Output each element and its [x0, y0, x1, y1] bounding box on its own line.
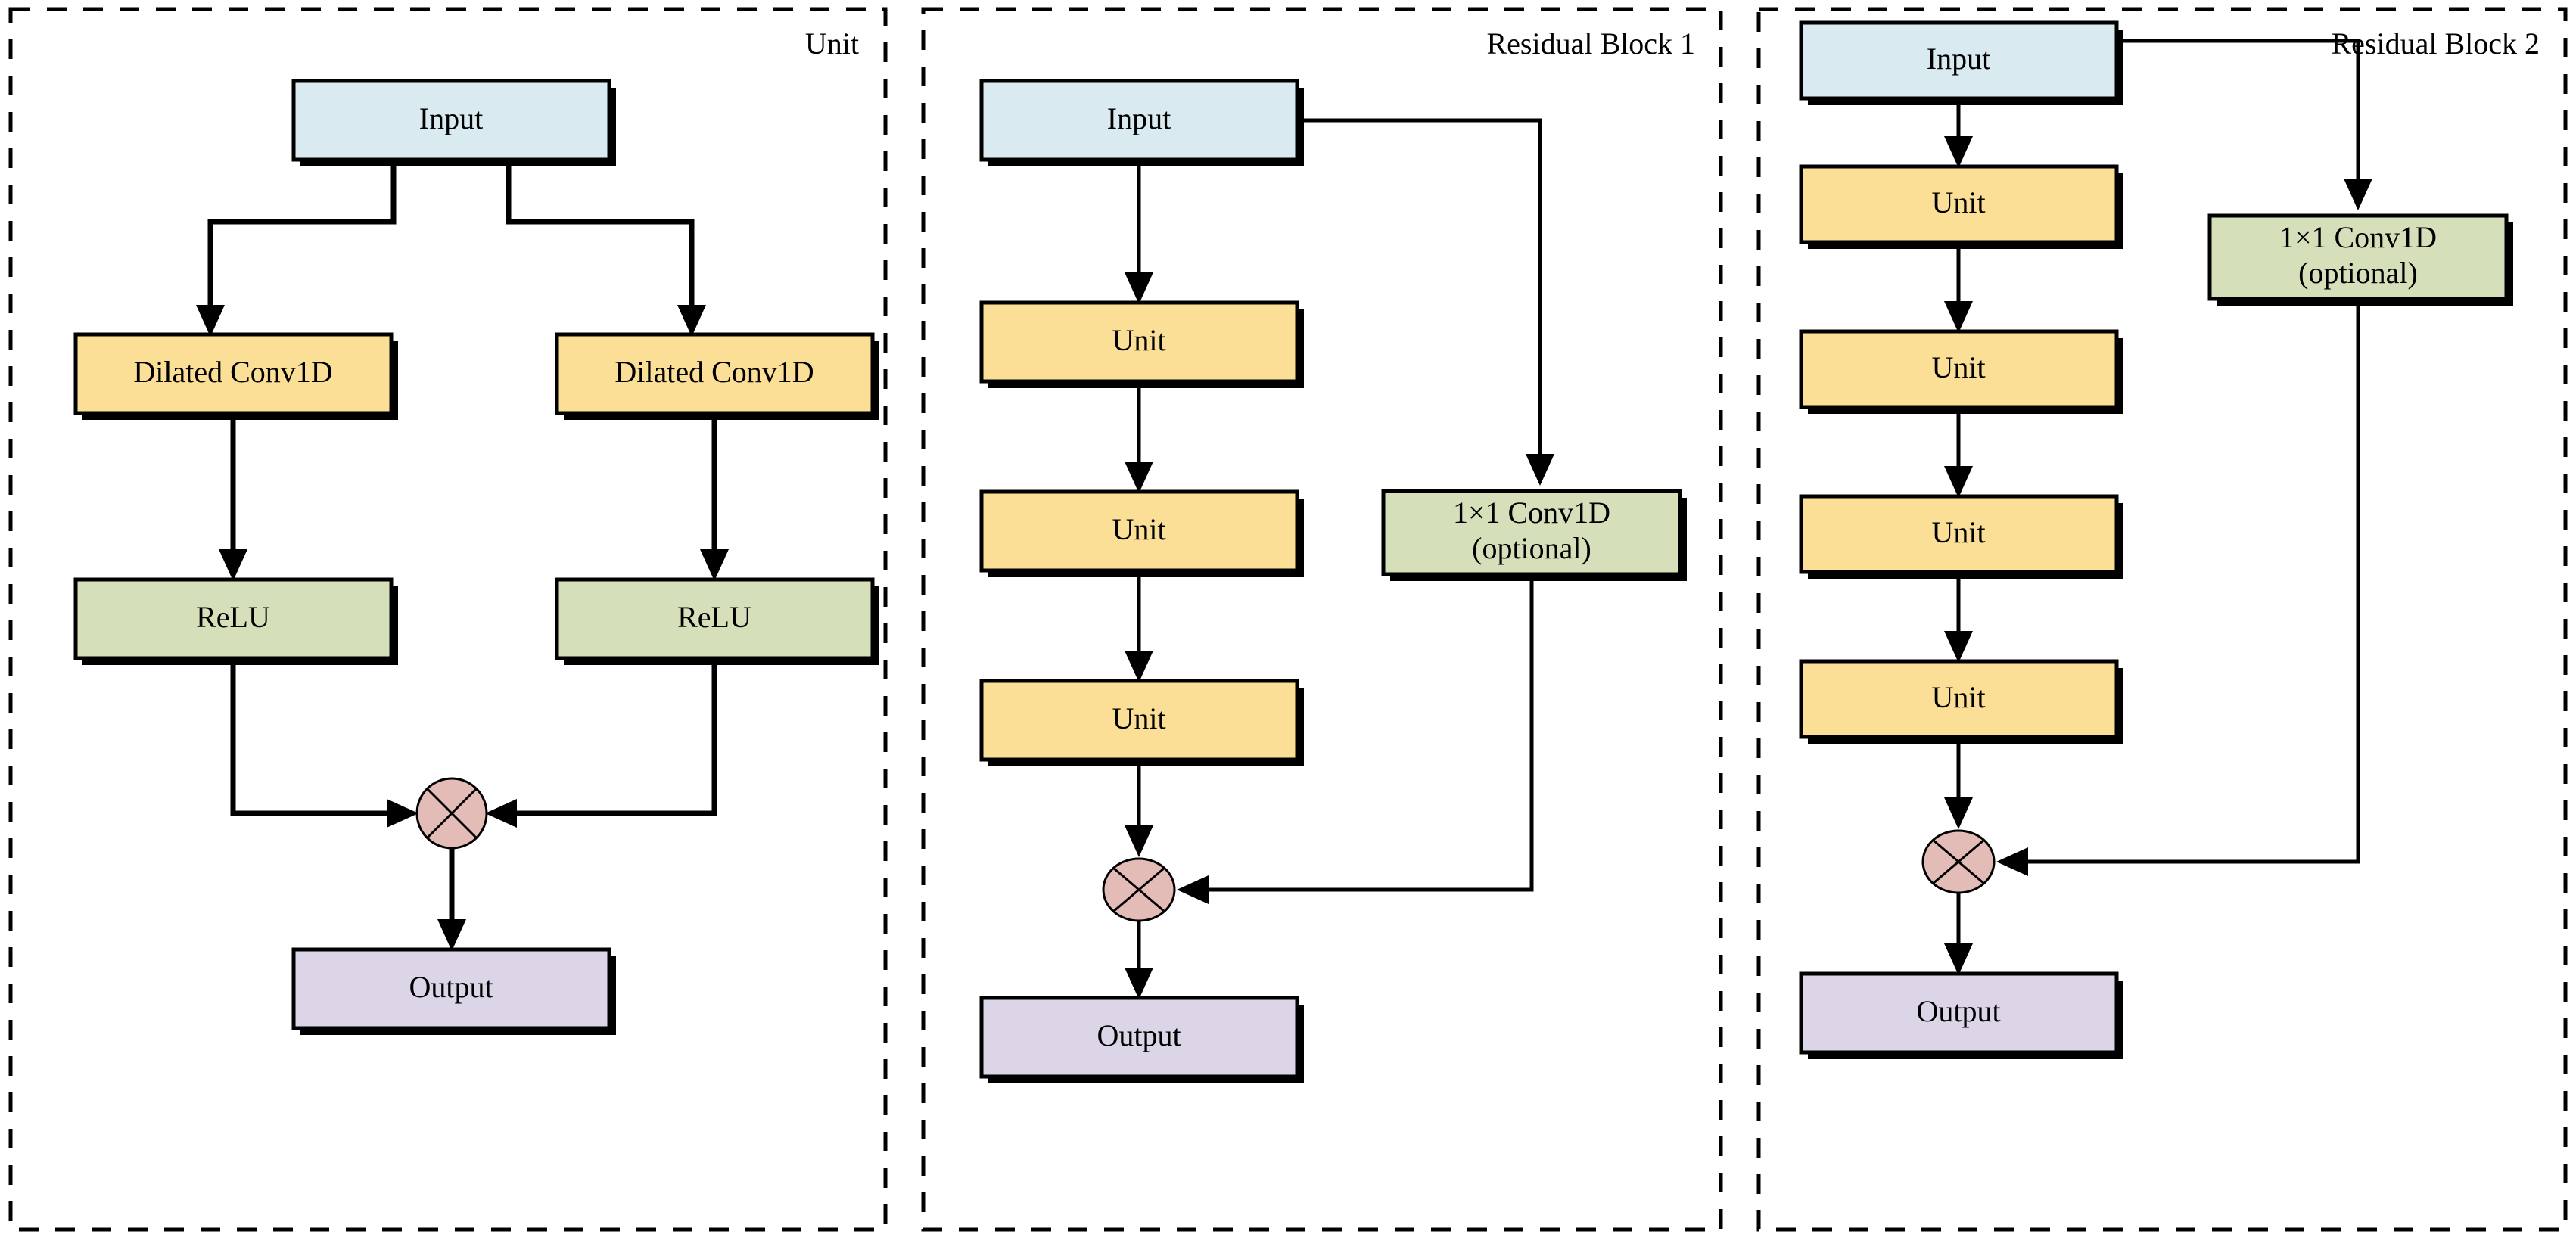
rb2-input-box[interactable]: [1799, 20, 2119, 101]
rb2-unit-1-label: Unit: [1931, 185, 1985, 219]
rb1-conv1x1-box[interactable]: [1381, 489, 1682, 576]
rb2-input-label: Input: [1927, 42, 1990, 76]
rb1-unit-1-box[interactable]: [979, 300, 1299, 384]
rb2-unit-2-label: Unit: [1931, 350, 1985, 384]
rb2-conv1x1-label-line2: (optional): [2298, 256, 2418, 290]
rb1-unit-2-box[interactable]: [979, 489, 1299, 573]
panel-rb1-frame: [921, 7, 1723, 1232]
rb1-multiply-cross-icon: [1112, 866, 1165, 913]
rb1-unit-3-label: Unit: [1112, 701, 1165, 735]
rb2-unit-3-label: Unit: [1931, 515, 1985, 549]
unit-relu-right-label: ReLU: [677, 600, 751, 634]
rb1-input-label: Input: [1107, 101, 1171, 135]
panel-unit-title: Unit: [805, 26, 859, 61]
panel-residual-block-1: Residual Block 1 Input Unit Unit Unit 1×…: [921, 7, 1723, 1232]
panel-rb1-title: Residual Block 1: [1486, 26, 1695, 61]
unit-output-label: Output: [409, 970, 493, 1004]
panel-unit-frame: [8, 7, 888, 1232]
rb2-multiply-cross-icon: [1932, 838, 1985, 885]
rb1-input-box[interactable]: [979, 79, 1299, 162]
rb2-conv1x1-label-line1: 1×1 Conv1D: [2279, 220, 2437, 254]
rb1-output-label: Output: [1097, 1018, 1181, 1052]
rb1-conv1x1-label-line2: (optional): [1472, 531, 1591, 565]
rb2-unit-4-label: Unit: [1931, 680, 1985, 714]
unit-relu-right-box[interactable]: [555, 577, 875, 660]
rb1-output-box[interactable]: [979, 996, 1299, 1079]
rb2-unit-3-box[interactable]: [1799, 494, 2119, 574]
unit-dilated-conv-left-label: Dilated Conv1D: [133, 355, 332, 389]
rb2-unit-2-box[interactable]: [1799, 329, 2119, 409]
unit-dilated-conv-left-box[interactable]: [73, 332, 394, 415]
panel-unit: Unit Input Dilated Conv1D Dilated Conv1D…: [8, 7, 888, 1232]
panel-rb2-title: Residual Block 2: [2331, 26, 2540, 61]
rb2-unit-4-box[interactable]: [1799, 659, 2119, 739]
rb1-unit-1-label: Unit: [1112, 323, 1165, 357]
panel-residual-block-2: Residual Block 2 Input Unit Unit Unit Un…: [1756, 7, 2568, 1232]
rb2-unit-1-box[interactable]: [1799, 164, 2119, 244]
unit-input-label: Input: [419, 101, 483, 135]
unit-dilated-conv-right-label: Dilated Conv1D: [614, 355, 814, 389]
unit-dilated-conv-right-box[interactable]: [555, 332, 875, 415]
unit-multiply-cross-icon: [426, 788, 478, 839]
rb2-output-label: Output: [1916, 994, 2000, 1028]
unit-input-box[interactable]: [291, 79, 611, 162]
rb2-output-box[interactable]: [1799, 971, 2119, 1055]
panel-rb2-frame: [1756, 7, 2568, 1232]
unit-relu-left-label: ReLU: [196, 600, 270, 634]
rb1-unit-2-label: Unit: [1112, 512, 1165, 546]
rb1-conv1x1-label-line1: 1×1 Conv1D: [1453, 496, 1610, 530]
unit-output-box[interactable]: [291, 947, 611, 1030]
